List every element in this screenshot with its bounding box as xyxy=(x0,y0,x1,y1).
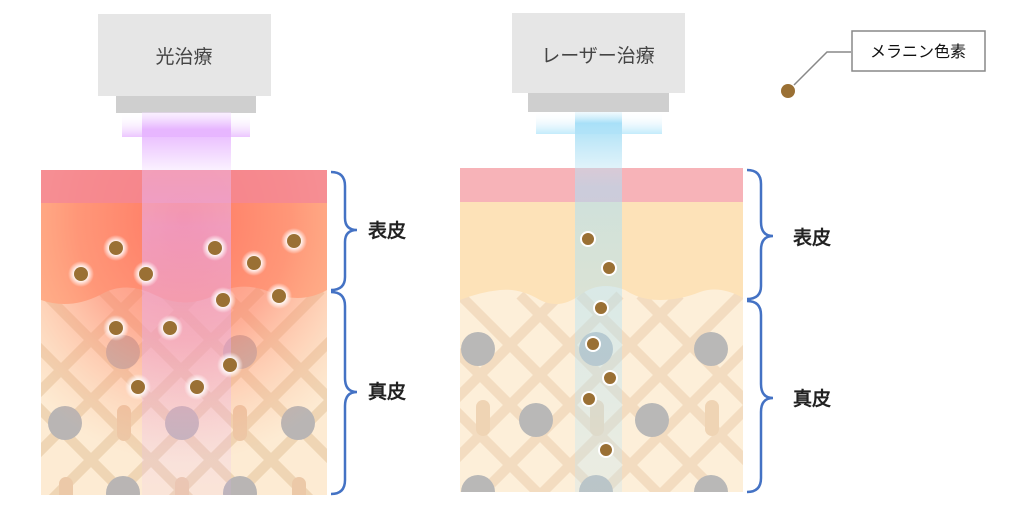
melanin-dot xyxy=(216,293,230,307)
melanin-legend: メラニン色素 xyxy=(781,30,986,98)
melanin-dots-light xyxy=(68,228,307,400)
skin-cross-section-light xyxy=(41,170,327,495)
melanin-dot xyxy=(131,380,145,394)
laser-beam xyxy=(575,168,622,492)
melanin-dot xyxy=(601,260,617,276)
light-beam-top xyxy=(142,112,231,170)
melanin-dot xyxy=(585,336,601,352)
laser-treatment-label: レーザー治療 xyxy=(541,45,655,67)
epidermis-brace xyxy=(330,170,358,292)
melanin-dot xyxy=(190,380,204,394)
melanin-dot-icon xyxy=(781,84,795,98)
epidermis-brace xyxy=(746,168,774,301)
melanin-dot xyxy=(109,241,123,255)
light-treatment-label: 光治療 xyxy=(155,46,212,68)
laser-beam-top xyxy=(575,112,622,168)
melanin-dot xyxy=(580,231,596,247)
melanin-legend-label: メラニン色素 xyxy=(870,42,966,61)
melanin-dots-laser xyxy=(580,231,618,458)
melanin-dot xyxy=(287,234,301,248)
skin-cross-section-laser xyxy=(460,168,743,492)
melanin-dot xyxy=(272,289,286,303)
melanin-dot xyxy=(223,358,237,372)
light-beam xyxy=(142,170,231,495)
melanin-dot xyxy=(593,300,609,316)
dermis-label: 真皮 xyxy=(793,387,831,410)
melanin-dot xyxy=(208,241,222,255)
melanin-dot xyxy=(74,267,88,281)
epidermis-label: 表皮 xyxy=(368,219,406,242)
melanin-dot xyxy=(598,442,614,458)
melanin-dot xyxy=(602,370,618,386)
dermis-label: 真皮 xyxy=(368,380,406,403)
dermis-brace xyxy=(330,290,358,496)
dermis-brace xyxy=(746,299,774,494)
melanin-dot xyxy=(581,391,597,407)
epidermis-label: 表皮 xyxy=(793,226,831,249)
melanin-dot xyxy=(163,321,177,335)
melanin-dot xyxy=(247,256,261,270)
melanin-dot xyxy=(109,321,123,335)
melanin-dot xyxy=(139,267,153,281)
